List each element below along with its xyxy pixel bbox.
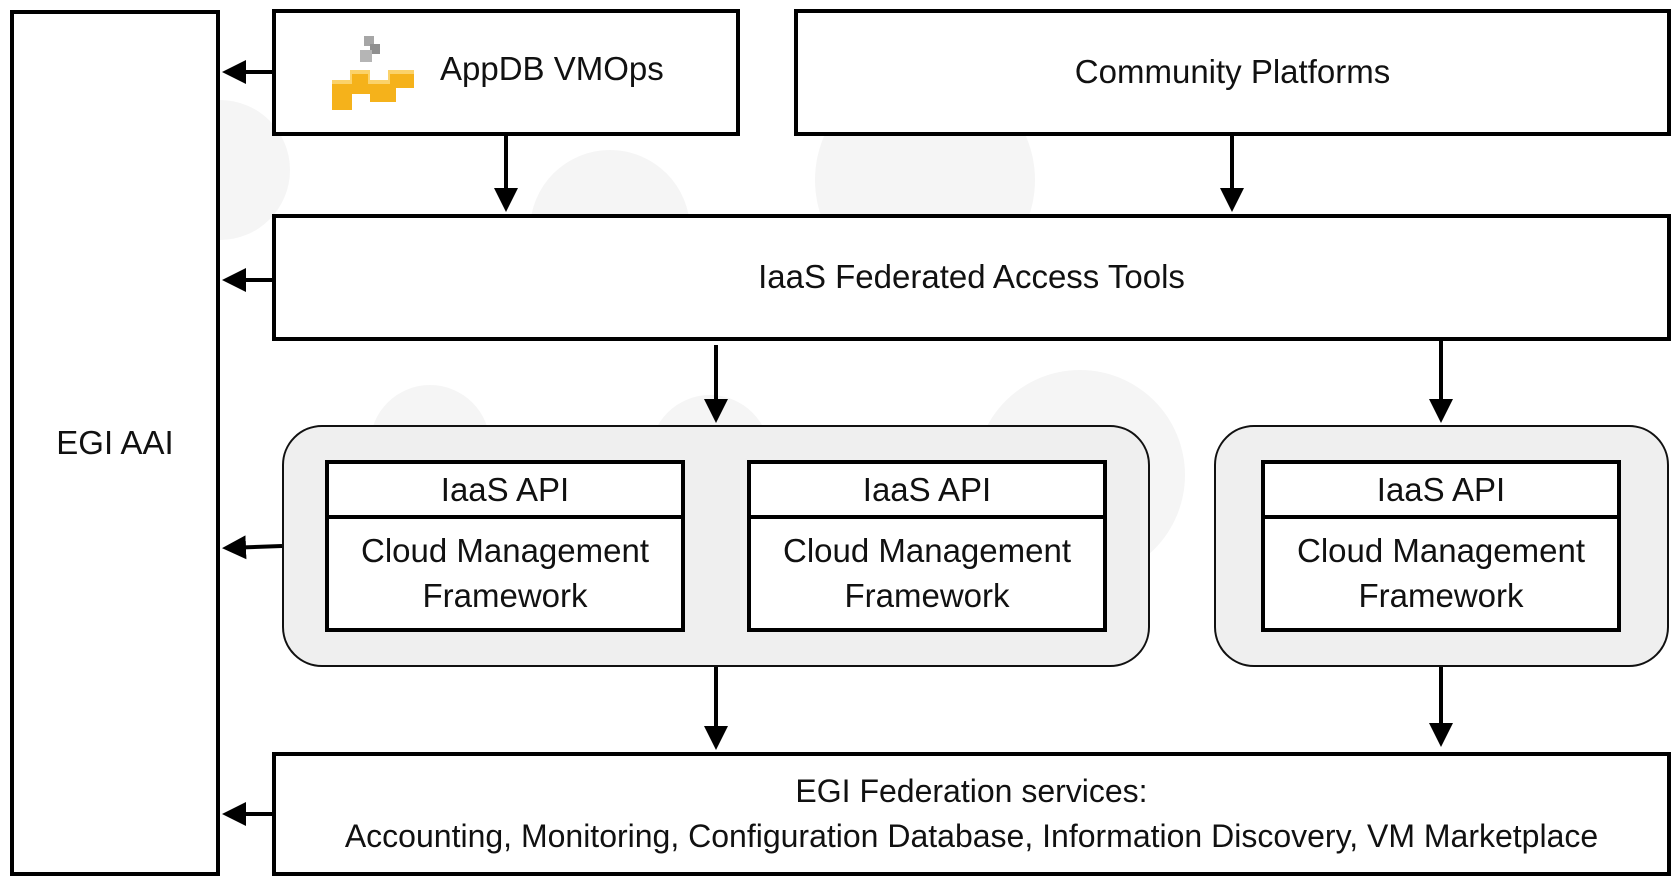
iaas-api-label: IaaS API — [751, 464, 1103, 519]
cloud-management-framework-label: Cloud Management Framework — [360, 531, 649, 614]
community-platforms-box: Community Platforms — [794, 9, 1671, 136]
federation-services-title: EGI Federation services: — [795, 773, 1148, 810]
egi-aai-label: EGI AAI — [56, 423, 174, 461]
egi-aai-box: EGI AAI — [10, 10, 220, 876]
iaas-api-label: IaaS API — [329, 464, 681, 519]
cloud-management-framework-label: Cloud Management Framework — [782, 531, 1071, 614]
iaas-api-label: IaaS API — [1265, 464, 1617, 519]
federated-access-tools-label: IaaS Federated Access Tools — [758, 258, 1185, 296]
cloud-site-1: IaaS API Cloud Management Framework — [325, 460, 685, 632]
cloud-site-2: IaaS API Cloud Management Framework — [747, 460, 1107, 632]
community-platforms-label: Community Platforms — [1074, 53, 1391, 91]
federation-services-list: Accounting, Monitoring, Configuration Da… — [344, 818, 1599, 854]
federation-services-box: EGI Federation services: Accounting, Mon… — [272, 752, 1671, 876]
arrow-clouds-to-aai — [222, 535, 283, 560]
cloud-site-3: IaaS API Cloud Management Framework — [1261, 460, 1621, 632]
appdb-logo-icon — [332, 36, 414, 110]
federated-access-tools-box: IaaS Federated Access Tools — [272, 214, 1671, 341]
appdb-vmops-label: AppDB VMOps — [440, 50, 664, 87]
cloud-management-framework-label: Cloud Management Framework — [1296, 531, 1585, 614]
